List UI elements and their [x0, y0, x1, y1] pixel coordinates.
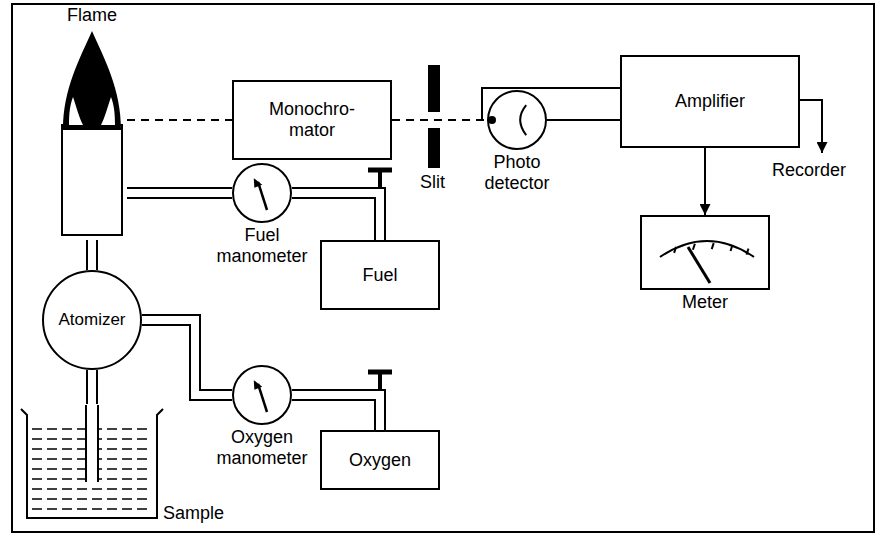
node-label: Meter: [649, 292, 761, 313]
slit-label: Slit: [420, 172, 445, 193]
block-box: Monochro- mator: [232, 80, 392, 160]
gauge-drawing: [234, 165, 294, 225]
flame-node: Flame: [57, 5, 127, 240]
flame-drawing: [57, 5, 127, 240]
node-label: Oxygen manometer: [206, 427, 318, 468]
fuel-valve-handle: [368, 170, 392, 187]
beaker-node: Sample: [27, 405, 157, 520]
node-label: Atomizer: [58, 310, 125, 330]
oxygen-valve-handle: [368, 372, 392, 389]
block-box: Fuel: [320, 240, 440, 310]
gas-pipe: [127, 193, 232, 194]
signal-line: [547, 120, 620, 121]
gauge-drawing: [234, 367, 294, 427]
gas-pipe: [292, 193, 380, 240]
light-path: [127, 120, 232, 121]
node-label: Fuel manometer: [206, 225, 318, 266]
block-box: Oxygen: [320, 430, 440, 490]
beaker-drawing: [27, 405, 157, 520]
node-label: Sample: [163, 503, 224, 524]
meter-drawing: [642, 217, 772, 292]
circle-node: Fuel manometer: [232, 163, 292, 223]
node-label: Fuel: [362, 265, 397, 286]
light-path: [392, 120, 487, 121]
circle-node: Photo detector: [487, 90, 547, 150]
circle-node: Oxygen manometer: [232, 365, 292, 425]
node-label: Amplifier: [675, 91, 745, 112]
node-label: Flame: [67, 5, 117, 26]
slit: [428, 65, 440, 168]
gas-pipe: [292, 395, 380, 430]
circle-node: Atomizer: [42, 270, 142, 370]
block-box: Meter: [640, 215, 770, 290]
node-label: Oxygen: [349, 450, 411, 471]
block-box: Amplifier: [620, 55, 800, 148]
gas-pipe: [92, 370, 93, 405]
dot-drawing: [489, 92, 549, 152]
gas-pipe: [92, 240, 93, 270]
gas-pipe: [142, 320, 232, 395]
frame: [12, 4, 874, 532]
recorder-arrow: [800, 100, 822, 153]
node-label: Monochro- mator: [257, 99, 367, 140]
signal-line: [705, 148, 706, 215]
node-label: Photo detector: [461, 152, 573, 193]
output-label: Recorder: [772, 160, 846, 181]
